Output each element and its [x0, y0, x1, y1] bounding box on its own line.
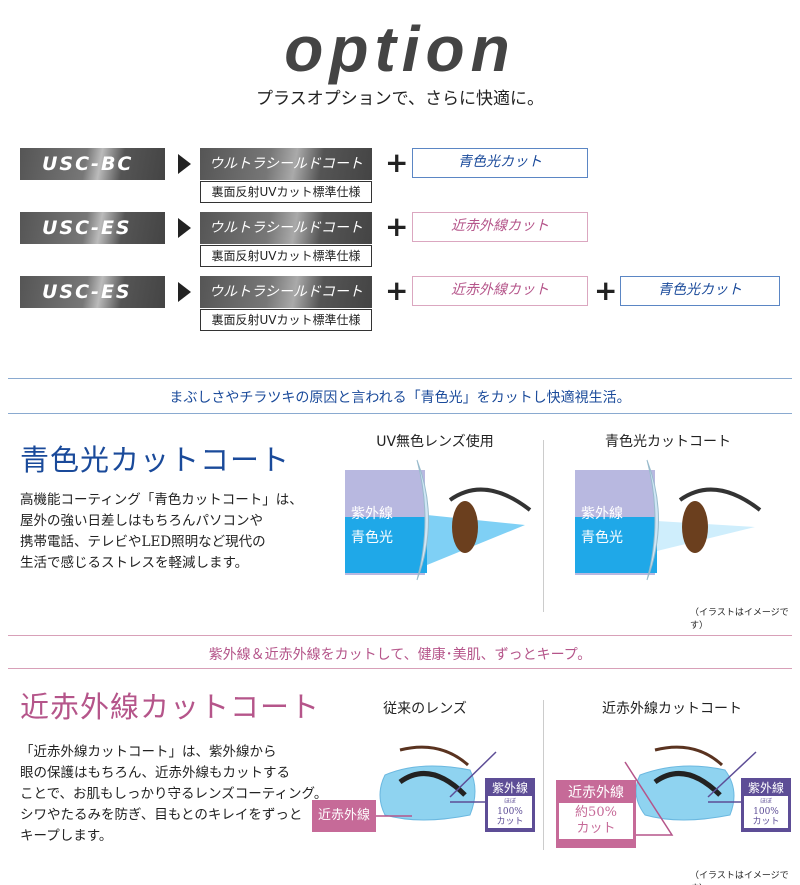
standard-label: 裏面反射UVカット標準仕様: [200, 245, 372, 267]
eyelid-icon: [448, 487, 532, 512]
body-line: シワやたるみを防ぎ、目もとのキレイをずっと: [20, 807, 303, 823]
coat-label: ウルトラシールドコート: [200, 276, 372, 308]
ir-label: 近赤外線: [312, 800, 376, 832]
lens-diagram-blue-cut: [575, 459, 762, 581]
divider: [8, 668, 792, 669]
diagram-title: 近赤外線カットコート: [602, 701, 742, 717]
option-near-infrared: 近赤外線カット: [412, 212, 588, 242]
divider: [543, 700, 544, 850]
ir-cut-percent: 約50%: [575, 805, 617, 820]
section-heading: 紫外線＆近赤外線をカットして、健康･美肌、ずっとキープ。: [208, 647, 592, 663]
uv-cut-percent: 100%: [497, 807, 523, 817]
uv-label: 紫外線: [581, 506, 623, 522]
ir-label: 近赤外線: [568, 785, 624, 801]
caption: （イラストはイメージです）: [690, 871, 789, 885]
body-line: 携帯電話、テレビやLED照明など現代の: [20, 534, 266, 550]
uv-arrow: [449, 751, 497, 798]
blue-light-band: [575, 517, 657, 573]
section-heading: まぶしさやチラツキの原因と言われる「青色光」をカットし快適視生活。: [169, 390, 631, 406]
blue-light-label: 青色光: [581, 530, 623, 546]
plus-icon: +: [594, 274, 618, 307]
subtitle: プラスオプションで、さらに快適に。: [256, 89, 544, 109]
uv-label: 紫外線: [747, 781, 784, 795]
option-near-infrared: 近赤外線カット: [412, 276, 588, 306]
lens-icon: [646, 459, 659, 581]
model-label: USC-BC: [20, 148, 165, 180]
diagram-title: UV無色レンズ使用: [376, 434, 494, 450]
section-title: 青色光カットコート: [20, 443, 291, 477]
eyebrow-icon: [399, 745, 469, 767]
eyelid-icon: [678, 487, 762, 512]
eyebrow-icon: [654, 745, 724, 767]
uv-cut-text: カット: [752, 817, 780, 827]
diagram-title: 青色光カットコート: [605, 434, 731, 450]
uv-arrow: [707, 751, 757, 798]
eye-iris-icon: [452, 501, 478, 553]
uv-label: 紫外線: [351, 506, 393, 522]
arrow-right-icon: [178, 218, 191, 238]
model-label: USC-ES: [20, 212, 165, 244]
ir-cut-badge: 近赤外線 約50% カット: [556, 780, 636, 848]
coat-label: ウルトラシールドコート: [200, 212, 372, 244]
standard-label: 裏面反射UVカット標準仕様: [200, 309, 372, 331]
uv-cut-top: ほぼ: [503, 798, 516, 805]
option-blue-light: 青色光カット: [412, 148, 588, 178]
body-line: 眼の保護はもちろん、近赤外線もカットする: [20, 765, 290, 781]
eye-iris-icon: [682, 501, 708, 553]
section-body: 高機能コーティング「青色カットコート」は、 屋外の強い日差しはもちろんパソコンや…: [20, 490, 350, 574]
ir-arrow: [624, 761, 674, 836]
uv-cut-text: カット: [496, 817, 524, 827]
lens-diagram-uv-lens: [345, 459, 532, 581]
uv-cut-percent: 100%: [753, 807, 779, 817]
coat-label: ウルトラシールドコート: [200, 148, 372, 180]
uv-cut-badge: 紫外線 ほぼ 100% カット: [741, 778, 791, 832]
divider: [543, 440, 544, 612]
option-blue-light: 青色光カット: [620, 276, 780, 306]
body-line: 屋外の強い日差しはもちろんパソコンや: [20, 513, 263, 529]
ir-cut-text: カット: [576, 821, 616, 836]
section-body: 「近赤外線カットコート」は、紫外線から 眼の保護はもちろん、近赤外線もカットする…: [20, 742, 350, 847]
uv-label: 紫外線: [491, 781, 528, 795]
blue-light-band: [345, 517, 427, 573]
uv-cut-badge: 紫外線 ほぼ 100% カット: [485, 778, 535, 832]
blue-light-label: 青色光: [351, 530, 393, 546]
model-label: USC-ES BC: [20, 276, 165, 335]
option-logo: option: [284, 13, 516, 85]
uv-cut-top: ほぼ: [759, 798, 772, 805]
body-line: 高機能コーティング「青色カットコート」は、: [20, 492, 303, 508]
arrow-right-icon: [178, 154, 191, 174]
divider: [8, 635, 792, 636]
diagram-title: 従来のレンズ: [383, 701, 467, 717]
section-title: 近赤外線カットコート: [20, 690, 321, 724]
standard-label: 裏面反射UVカット標準仕様: [200, 181, 372, 203]
plus-icon: +: [385, 274, 409, 307]
lens-icon: [416, 459, 429, 581]
divider: [8, 413, 792, 414]
body-line: キープします。: [20, 828, 113, 844]
body-line: 生活で感じるストレスを軽減します。: [20, 555, 249, 571]
caption: （イラストはイメージです）: [690, 608, 789, 631]
divider: [8, 378, 792, 379]
arrow-right-icon: [178, 282, 191, 302]
body-line: 「近赤外線カットコート」は、紫外線から: [20, 744, 277, 760]
eyelash-icon: [653, 771, 722, 797]
body-line: ことで、お肌もしっかり守るレンズコーティング。: [20, 786, 328, 802]
plus-icon: +: [385, 210, 409, 243]
eye-diagrams: [376, 745, 757, 836]
plus-icon: +: [385, 146, 409, 179]
